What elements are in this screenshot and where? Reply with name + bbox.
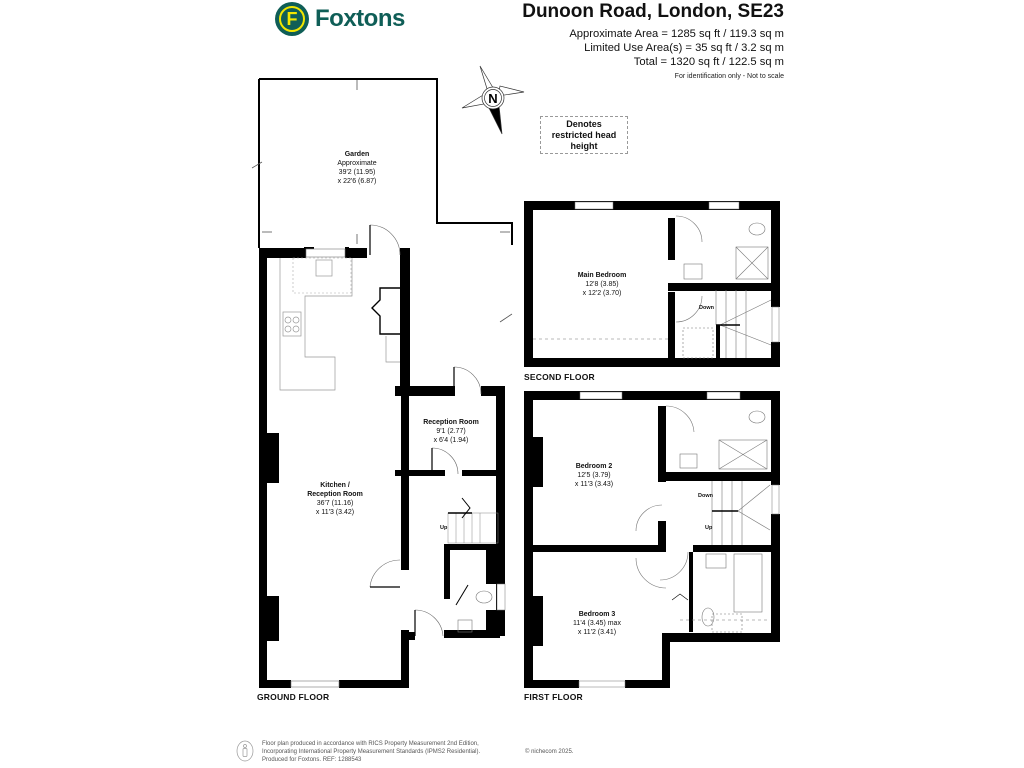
person-scale-icon	[236, 740, 254, 762]
first-floor-plan	[524, 391, 780, 688]
stairs-down-label-second: Down	[699, 305, 714, 311]
stairs-up-label-first: Up	[705, 525, 713, 531]
stairs-up-label-ground: Up	[440, 525, 448, 531]
room-bedroom-3: Bedroom 3 11'4 (3.45) max x 11'2 (3.41)	[573, 611, 621, 636]
ground-floor-plan	[251, 78, 513, 688]
foxtons-logo: F Foxtons	[275, 2, 405, 36]
brand-name: Foxtons	[315, 5, 405, 32]
area-summary: Approximate Area = 1285 sq ft / 119.3 sq…	[569, 27, 784, 69]
total-area: Total = 1320 sq ft / 122.5 sq m	[633, 56, 784, 68]
room-kitchen-reception: Kitchen / Reception Room 36'7 (11.16) x …	[307, 482, 363, 516]
footer: Floor plan produced in accordance with R…	[236, 740, 480, 764]
compass-icon: N	[461, 65, 525, 135]
svg-text:N: N	[488, 91, 497, 106]
room-main-bedroom: Main Bedroom 12'8 (3.85) x 12'2 (3.70)	[577, 272, 627, 297]
first-floor-label: FIRST FLOOR	[524, 692, 583, 702]
ground-floor-label: GROUND FLOOR	[257, 692, 330, 702]
approximate-area: Approximate Area = 1285 sq ft / 119.3 sq…	[569, 28, 784, 40]
second-floor-plan	[524, 201, 780, 367]
footer-disclaimer: Floor plan produced in accordance with R…	[262, 741, 481, 763]
property-title: Dunoon Road, London, SE23	[522, 1, 784, 22]
stairs-down-label-first: Down	[698, 493, 713, 499]
room-reception: Reception Room 9'1 (2.77) x 6'4 (1.94)	[423, 419, 479, 444]
restricted-head-height-legend: Denotes restricted head height	[540, 116, 628, 154]
room-bedroom-2: Bedroom 2 12'5 (3.79) x 11'3 (3.43)	[574, 463, 614, 488]
footer-copyright: © nichecom 2025.	[525, 749, 574, 755]
room-garden: Garden Approximate 39'2 (11.95) x 22'6 (…	[337, 151, 377, 185]
scale-note: For identification only - Not to scale	[674, 73, 784, 80]
foxtons-badge-icon: F	[275, 2, 309, 36]
second-floor-label: SECOND FLOOR	[524, 372, 595, 382]
limited-use-area: Limited Use Area(s) = 35 sq ft / 3.2 sq …	[584, 42, 784, 54]
